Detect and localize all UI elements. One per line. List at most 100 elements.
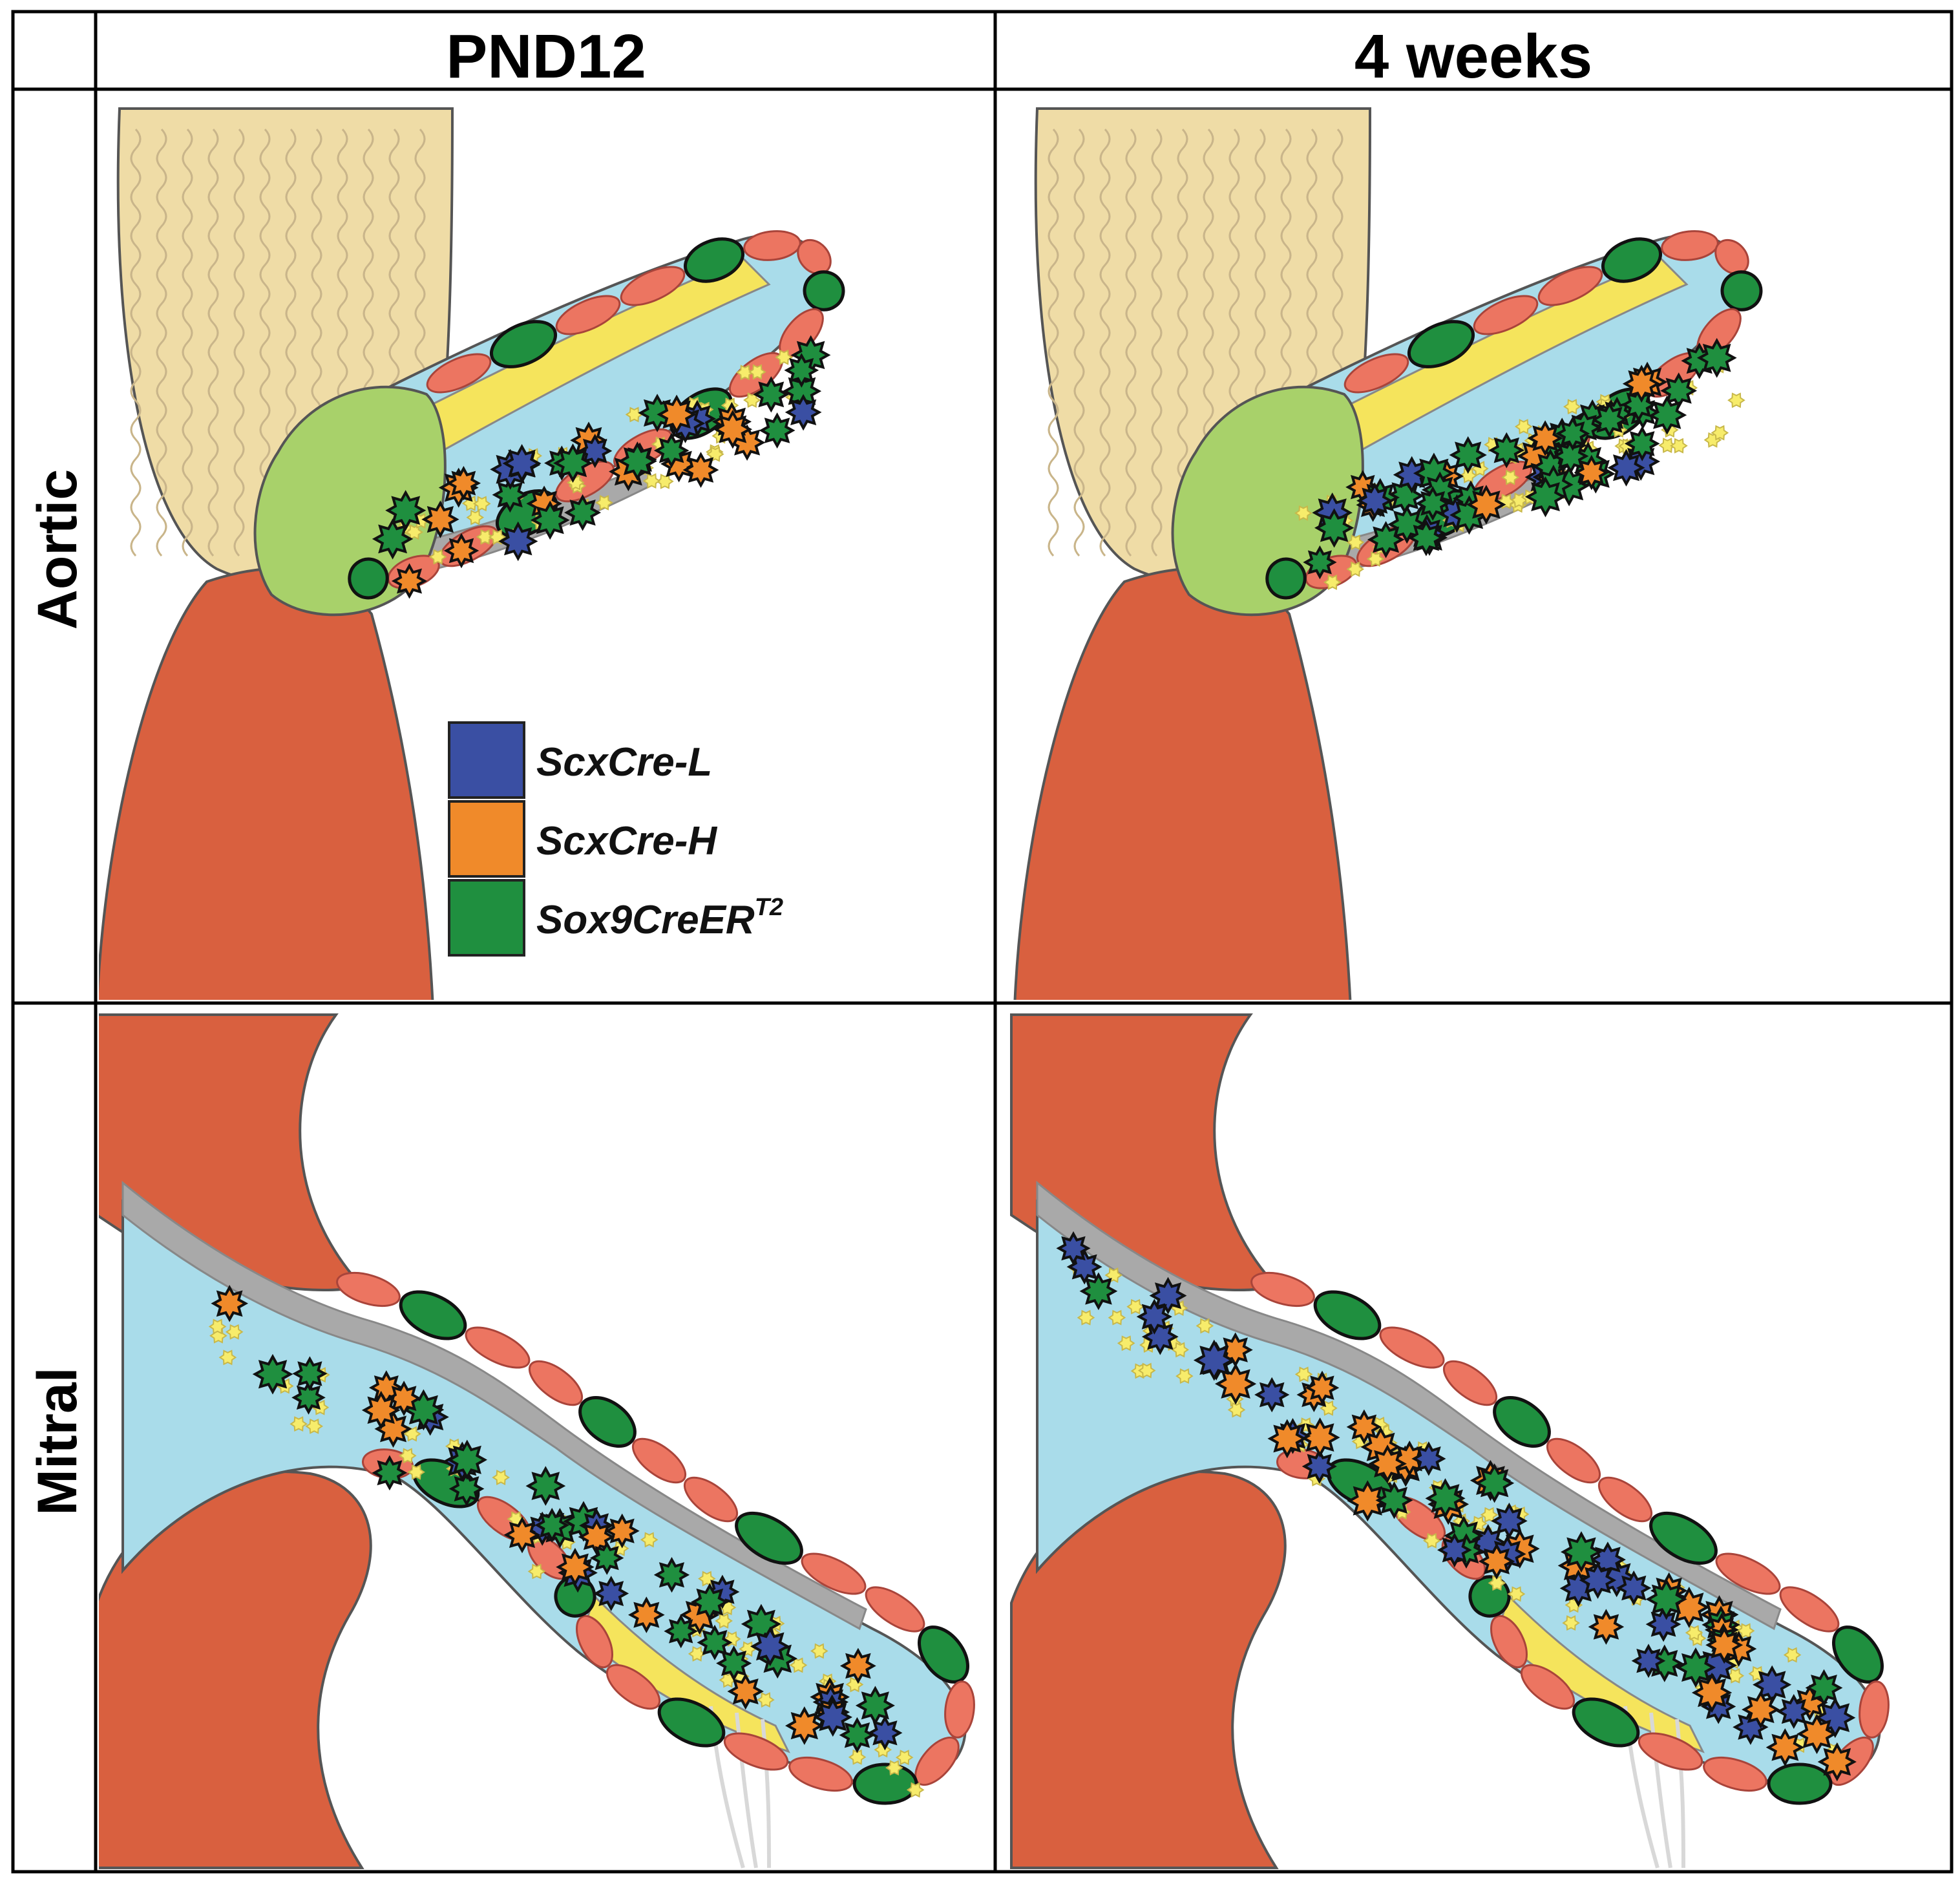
- scxcre-l-cell: [1149, 1276, 1187, 1315]
- resident-valve-cell: [706, 446, 724, 462]
- ventricularis-layer: [1036, 1180, 1782, 1631]
- endothelial-cell: [1597, 1476, 1653, 1523]
- elastin-wave: [1048, 128, 1059, 557]
- ventricular-myocardium: [99, 567, 434, 1000]
- endothelial-cell: [743, 230, 801, 261]
- endothelial-cell: [336, 1271, 401, 1307]
- scxcre-l-cell: [578, 434, 613, 469]
- scxcre-h-cell: [604, 1513, 640, 1549]
- scxcre-l-cell: [1056, 1231, 1091, 1265]
- endothelial-cell: [944, 1680, 975, 1739]
- endothelial-cell: [631, 1437, 687, 1484]
- resident-valve-cell: [225, 1324, 244, 1340]
- resident-valve-cell: [1563, 399, 1581, 415]
- scxcre-h-cell: [1478, 1543, 1515, 1580]
- sox9-endothelial-cell: [1832, 1625, 1884, 1684]
- sox9creert2-cell: [1303, 545, 1337, 580]
- scxcre-l-cell: [1356, 482, 1393, 520]
- endothelial-cell: [1490, 1614, 1528, 1669]
- sox9creert2-cell: [447, 1439, 487, 1480]
- sox9creert2-cell: [664, 1614, 699, 1649]
- resident-valve-cell: [466, 509, 485, 525]
- resident-valve-cell: [305, 1418, 324, 1434]
- sox9-endothelial-cell: [1572, 1697, 1640, 1748]
- scxcre-h-cell: [446, 465, 481, 501]
- resident-valve-cell: [1227, 1402, 1246, 1418]
- resident-valve-cell: [1077, 1309, 1095, 1326]
- sox9creert2-cell: [1647, 395, 1687, 435]
- endothelial-cell: [426, 353, 492, 394]
- sox9creert2-cell: [525, 1466, 566, 1506]
- resident-valve-cell: [1711, 425, 1729, 441]
- scxcre-h-cell: [1705, 1626, 1744, 1664]
- endothelial-cell: [1661, 230, 1719, 261]
- resident-valve-cell: [1562, 1615, 1580, 1631]
- resident-valve-cell: [789, 1657, 808, 1673]
- scxcre-h-cell: [839, 1647, 876, 1684]
- elastin-wave: [156, 128, 167, 557]
- sox9creert2-cell: [1488, 432, 1525, 469]
- resident-valve-cell: [1171, 1342, 1189, 1358]
- scxcre-l-cell: [750, 1626, 790, 1667]
- elastin-wave: [130, 128, 142, 557]
- sox9creert2-cell: [448, 1471, 485, 1507]
- endothelial-cell: [865, 1586, 925, 1633]
- mitral-pnd12-panel: [99, 1013, 975, 1869]
- sox9creert2-cell: [589, 1541, 624, 1575]
- resident-valve-cell: [218, 1349, 237, 1366]
- endothelial-cell: [1715, 1552, 1781, 1595]
- resident-valve-cell: [640, 1532, 659, 1548]
- scxcre-h-cell: [391, 563, 428, 599]
- grid-lines: [11, 10, 1954, 1874]
- endothelial-cell: [1379, 1326, 1445, 1369]
- endothelial-cell: [1520, 1664, 1575, 1710]
- resident-valve-cell: [1294, 505, 1312, 521]
- endothelial-cell: [528, 1360, 584, 1406]
- column-header-4weeks: 4 weeks: [1354, 22, 1592, 91]
- resident-valve-cell: [428, 549, 447, 565]
- scxcre-h-cell: [1817, 1742, 1857, 1782]
- sox9creert2-cell: [1079, 1272, 1118, 1311]
- resident-valve-cell: [208, 1318, 227, 1335]
- legend-swatch-sox9creert2: [448, 879, 525, 957]
- resident-valve-cell: [1108, 1309, 1126, 1326]
- sox9creert2-cell: [564, 494, 602, 531]
- scxcre-h-cell: [682, 452, 719, 488]
- resident-valve-cell: [595, 494, 613, 511]
- sox9-endothelial-cell: [489, 320, 558, 368]
- sox9creert2-cell: [1415, 486, 1451, 521]
- scxcre-h-cell: [627, 1596, 665, 1633]
- resident-valve-cell: [1117, 1335, 1135, 1351]
- legend-swatch-scxcre-l: [448, 721, 525, 799]
- scxcre-l-cell: [1491, 1502, 1528, 1540]
- resident-valve-cell: [1346, 535, 1365, 551]
- scxcre-h-cell: [1622, 365, 1661, 403]
- resident-valve-cell: [407, 1464, 425, 1480]
- endothelial-cell: [555, 295, 621, 335]
- scxcre-h-cell: [1214, 1363, 1257, 1405]
- scxcre-h-cell: [361, 1390, 401, 1430]
- sox9-endothelial-cell: [918, 1625, 969, 1684]
- legend: ScxCre-L ScxCre-H Sox9CreERT2: [448, 721, 783, 957]
- resident-valve-cell: [1346, 561, 1365, 577]
- resident-valve-cell: [290, 1416, 308, 1432]
- sox9creert2-cell: [1591, 401, 1628, 438]
- sox9creert2-cell: [753, 376, 790, 413]
- resident-valve-cell: [1507, 1586, 1526, 1602]
- sox9-endothelial-cell: [1720, 270, 1763, 312]
- sox9creert2-cell: [839, 1717, 876, 1753]
- resident-valve-cell: [1488, 1575, 1506, 1591]
- endothelial-cell: [1703, 1756, 1767, 1792]
- sox9creert2-cell: [1367, 521, 1405, 558]
- scxcre-l-cell: [502, 443, 542, 483]
- resident-valve-cell: [527, 1563, 546, 1580]
- legend-label-scxcre-h: ScxCre-H: [536, 819, 717, 863]
- mitral-pnd12-cells: [208, 1284, 925, 1798]
- elastin-wave: [1099, 128, 1111, 557]
- legend-label-scxcre-l: ScxCre-L: [536, 740, 712, 785]
- column-header-pnd12: PND12: [446, 22, 646, 91]
- sox9creert2-cell: [653, 1556, 690, 1593]
- mitral-4weeks-panel: [1010, 1013, 1890, 1869]
- scxcre-h-cell: [443, 533, 479, 569]
- resident-valve-cell: [1658, 438, 1676, 454]
